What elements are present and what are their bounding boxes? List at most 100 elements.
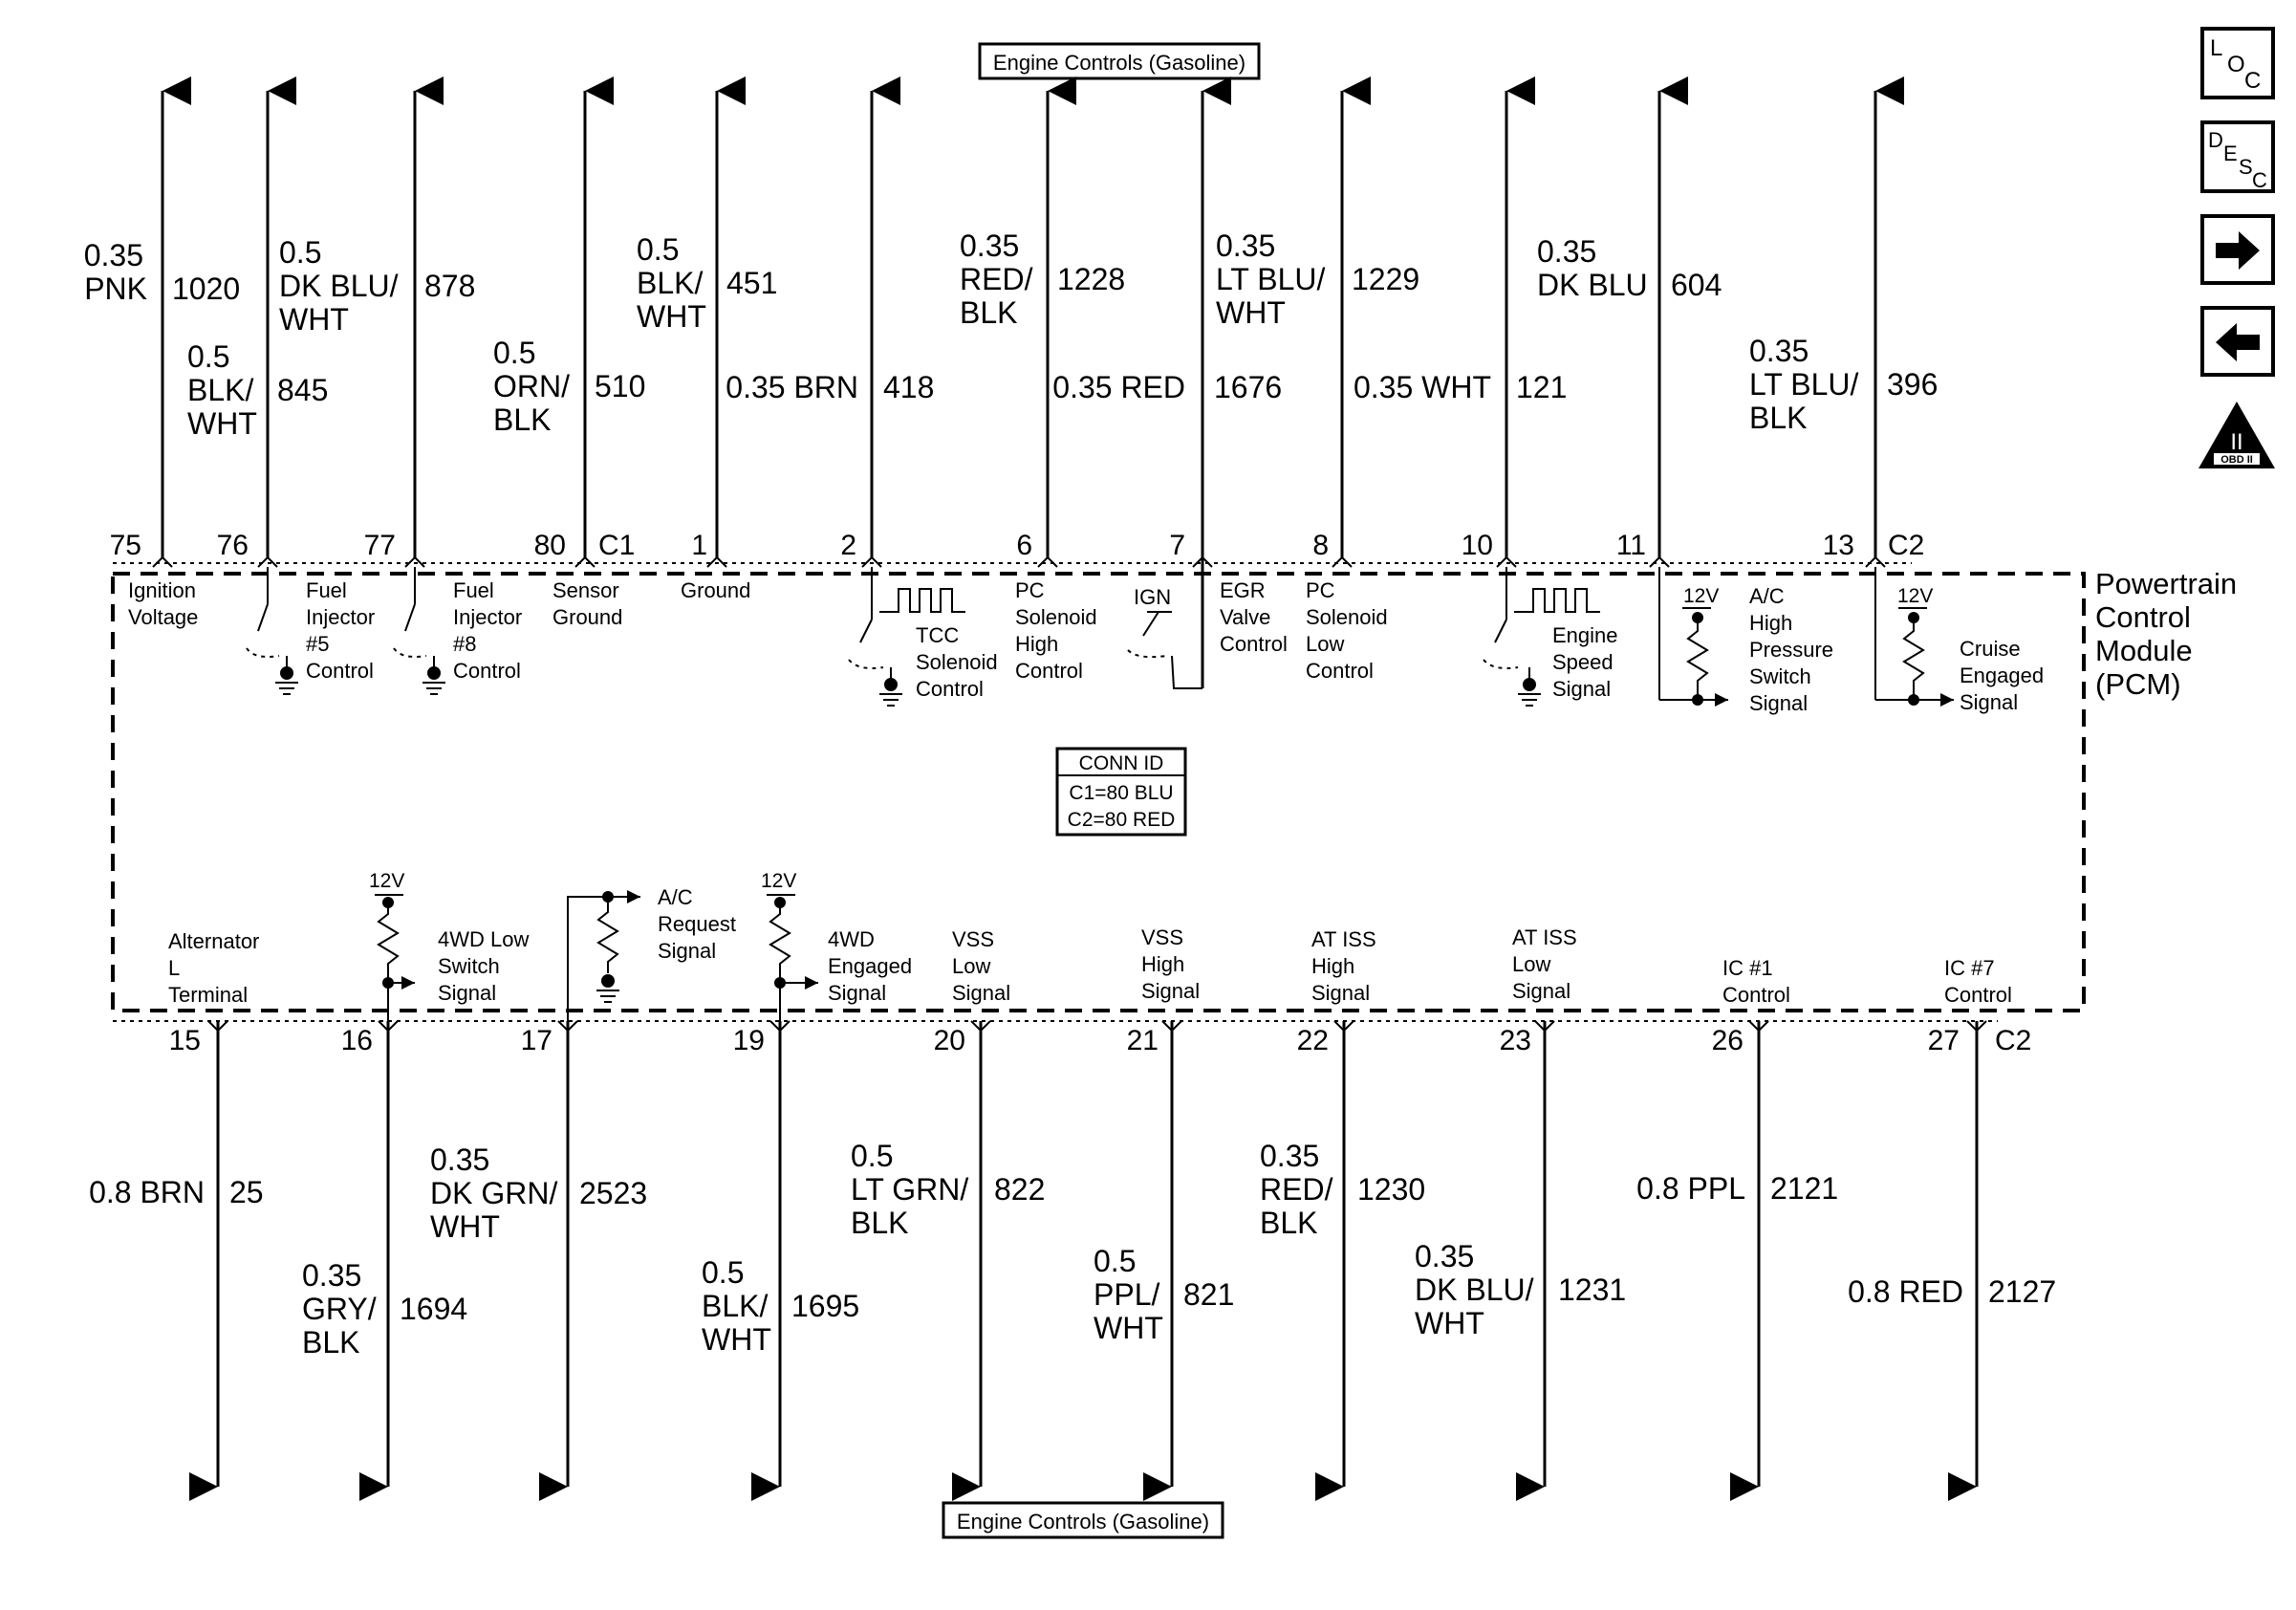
- function-label: L: [168, 956, 180, 980]
- pin-number: 1: [691, 530, 707, 561]
- function-label: Ignition: [128, 578, 196, 602]
- function-label: Alternator: [168, 929, 259, 953]
- top-reference-label: Engine Controls (Gasoline): [993, 51, 1245, 75]
- circuit-number: 2523: [579, 1176, 647, 1210]
- wire-color: LT BLU/: [1216, 262, 1326, 296]
- wire-color: 0.35: [302, 1258, 361, 1293]
- wire-color: BLK: [851, 1206, 908, 1240]
- previous-page-button[interactable]: [2200, 306, 2275, 377]
- wire-color: ORN/: [493, 369, 570, 403]
- driver-injector-8-symbol: [393, 567, 445, 695]
- pin-number: 15: [169, 1025, 201, 1056]
- wire-color: 0.35: [1749, 334, 1809, 368]
- next-page-button[interactable]: [2200, 214, 2275, 285]
- pcm-label-line: Control: [2095, 600, 2191, 634]
- wire-color: WHT: [637, 299, 706, 334]
- wire-color: RED/: [1260, 1172, 1333, 1207]
- function-label: Solenoid: [1015, 605, 1097, 629]
- circuit-number: 822: [994, 1172, 1045, 1207]
- pin-number: 10: [1462, 530, 1493, 561]
- pcm-label-line: (PCM): [2095, 667, 2181, 701]
- circuit-number: 396: [1887, 367, 1938, 402]
- pin-number: 21: [1127, 1025, 1159, 1056]
- function-label: PC: [1306, 578, 1335, 602]
- circuit-number: 418: [883, 370, 934, 404]
- wire-color: PNK: [84, 272, 147, 306]
- driver-tcc-symbol: [848, 567, 965, 707]
- function-label: Signal: [1311, 981, 1370, 1005]
- obd-ii-button[interactable]: II OBD II: [2199, 402, 2275, 468]
- top-pin-chevrons: [152, 555, 1886, 568]
- wire-color: BLK/: [702, 1289, 768, 1323]
- pcm-label: Powertrain Control Module (PCM): [2095, 567, 2237, 701]
- wire-color: 0.35: [1260, 1139, 1319, 1173]
- loc-button[interactable]: L O C: [2200, 27, 2275, 99]
- arrow-right-icon: [2216, 231, 2260, 270]
- wire-color: BLK: [1260, 1206, 1317, 1240]
- function-label: Engaged: [828, 954, 912, 978]
- circuit-number: 821: [1183, 1277, 1234, 1312]
- wire-color: DK BLU: [1537, 268, 1648, 302]
- function-label: 4WD: [828, 927, 875, 951]
- function-label: 4WD Low: [438, 927, 529, 951]
- circuit-number: 451: [726, 266, 777, 300]
- wire-color: PPL/: [1094, 1277, 1159, 1312]
- wire-color: 0.8 PPL: [1636, 1171, 1745, 1206]
- connector-c2-bottom-label: C2: [1995, 1025, 2031, 1056]
- conn-id-line: C2=80 RED: [1068, 809, 1176, 831]
- top-reference-box[interactable]: Engine Controls (Gasoline): [978, 42, 1261, 80]
- loc-letter: C: [2244, 68, 2261, 94]
- function-label: Pressure: [1749, 638, 1833, 662]
- function-label: Control: [453, 659, 521, 683]
- circuit-number: 845: [277, 373, 328, 407]
- wire-color: 0.35: [1415, 1239, 1474, 1273]
- function-label: High: [1015, 632, 1058, 656]
- circuit-number: 1020: [172, 272, 240, 306]
- bottom-reference-box[interactable]: Engine Controls (Gasoline): [942, 1501, 1224, 1539]
- desc-letter: C: [2252, 168, 2267, 192]
- function-label: High: [1311, 954, 1354, 978]
- function-label: Signal: [828, 981, 886, 1005]
- bottom-reference-label: Engine Controls (Gasoline): [957, 1510, 1209, 1534]
- function-label: Control: [916, 677, 984, 701]
- pcm-label-line: Powertrain: [2095, 567, 2237, 600]
- function-label: VSS: [1141, 925, 1183, 949]
- connector-c2-top-label: C2: [1888, 530, 1924, 561]
- circuit-number: 878: [424, 269, 475, 303]
- function-label: Sensor: [552, 578, 619, 602]
- function-label: #5: [306, 632, 329, 656]
- wire-color: DK BLU/: [1415, 1273, 1534, 1307]
- function-label: Engaged: [1960, 664, 2044, 687]
- wire-color: 0.35 WHT: [1354, 370, 1491, 404]
- function-label: Control: [1015, 659, 1083, 683]
- wire-color: 0.35: [430, 1142, 489, 1177]
- top-circuit-numbers: 1020 845 878 510 451 418 1228 1676 1229 …: [172, 262, 1938, 407]
- function-label: Low: [1512, 952, 1550, 976]
- desc-button[interactable]: D E S C: [2200, 120, 2275, 193]
- wire-color: LT BLU/: [1749, 367, 1859, 402]
- circuit-number: 1676: [1214, 370, 1282, 404]
- function-label: Signal: [438, 981, 496, 1005]
- wire-color: 0.35: [84, 238, 143, 272]
- function-label: Injector: [306, 605, 375, 629]
- wire-color: WHT: [702, 1322, 771, 1357]
- pullup-cruise-symbol: [1874, 567, 1954, 707]
- function-label: Switch: [438, 954, 500, 978]
- pin-number: 2: [840, 530, 856, 561]
- function-label: Ground: [681, 578, 750, 602]
- voltage-label: 12V: [761, 870, 796, 892]
- bottom-wire-colors: 0.8 BRN 0.35 GRY/ BLK 0.35 DK GRN/ WHT 0…: [89, 1139, 1963, 1360]
- obd-roman-numeral: II: [2230, 429, 2242, 455]
- circuit-number: 1229: [1352, 262, 1419, 296]
- wire-color: 0.8 RED: [1848, 1274, 1963, 1309]
- pin-number: 19: [733, 1025, 765, 1056]
- desc-letter: E: [2223, 141, 2238, 165]
- wire-color: BLK: [493, 402, 551, 437]
- wire-color: BLK: [302, 1325, 359, 1360]
- wire-color: 0.5: [279, 235, 321, 270]
- pin-number: 17: [521, 1025, 552, 1056]
- wire-color: WHT: [279, 302, 349, 337]
- function-label: Voltage: [128, 605, 198, 629]
- driver-engine-speed-symbol: [1483, 567, 1600, 707]
- wire-color: LT GRN/: [851, 1172, 968, 1207]
